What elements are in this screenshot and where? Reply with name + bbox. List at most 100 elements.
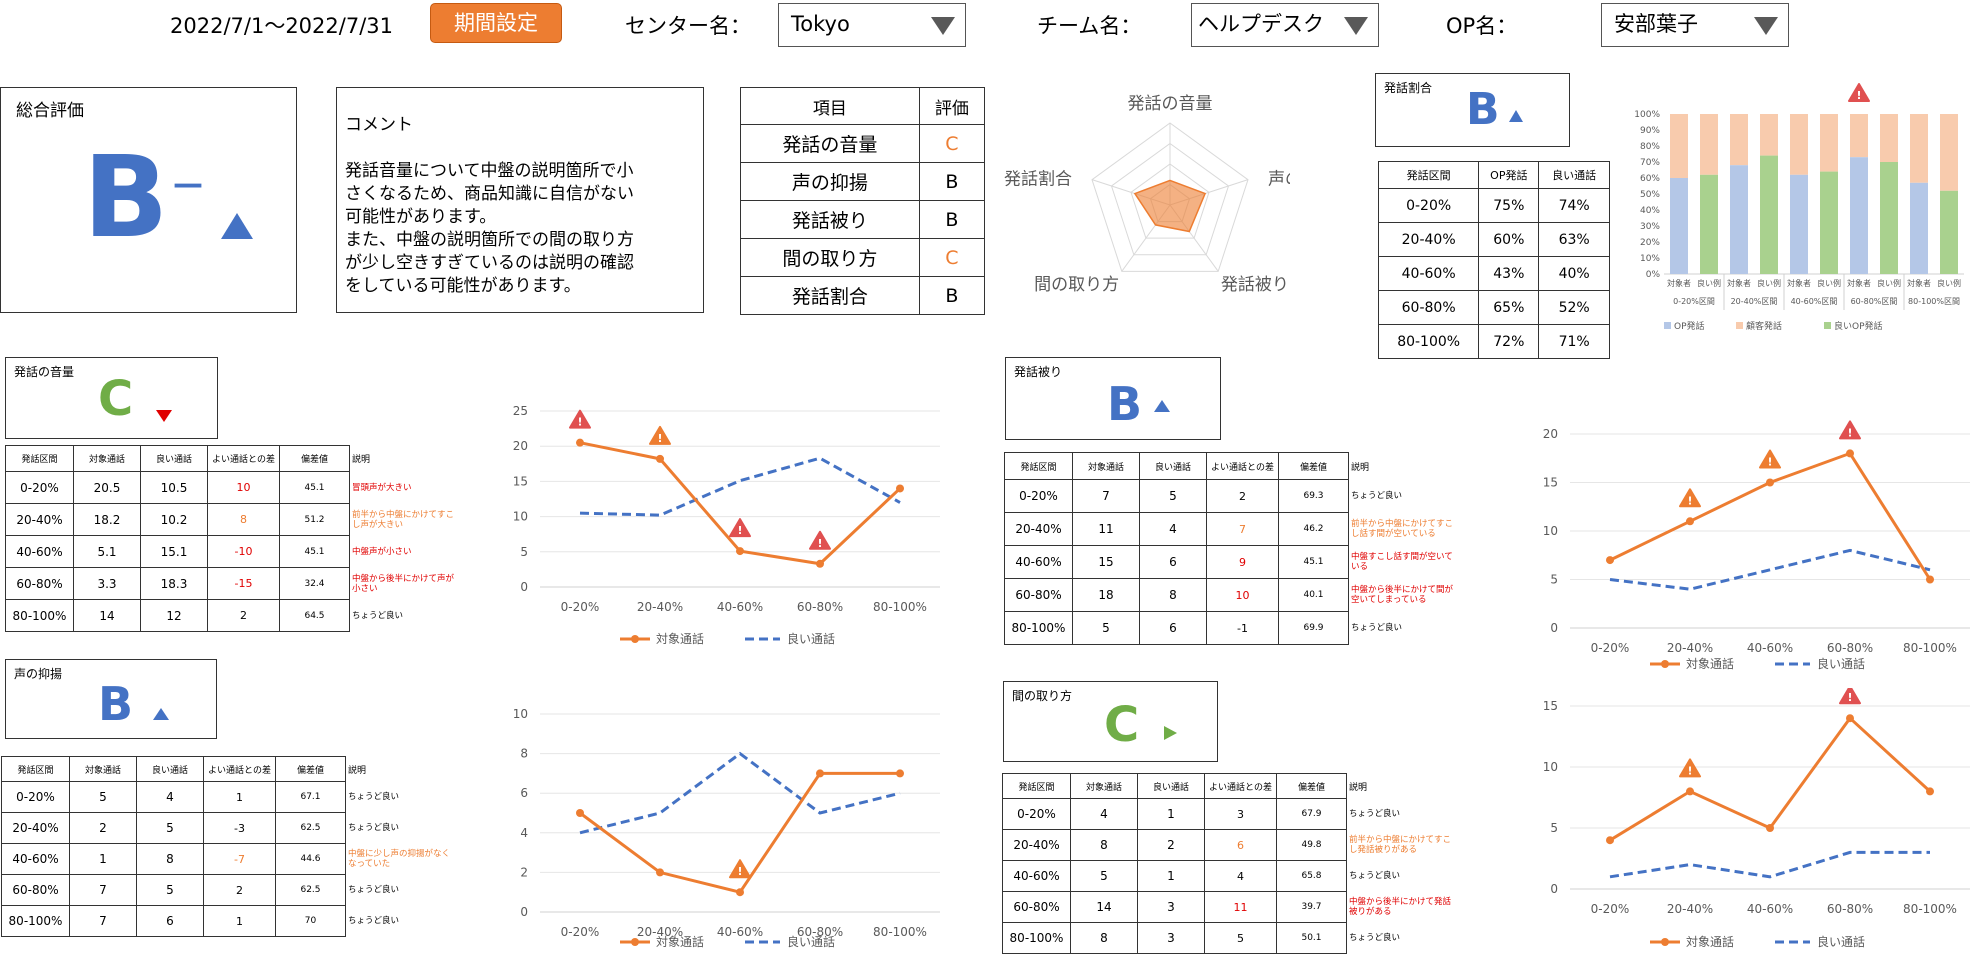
overall-title: 総合評価 <box>16 101 84 121</box>
row-value: 5 <box>1070 860 1138 892</box>
row-diff: 1 <box>203 905 276 937</box>
up-arrow-icon <box>153 708 169 720</box>
up-arrow-icon <box>221 213 253 239</box>
column-header: 良い通話 <box>1137 773 1205 799</box>
row-diff: 2 <box>1206 479 1279 513</box>
volume-title: 発話の音量 <box>14 365 75 379</box>
op-speech-bar <box>1910 182 1928 274</box>
good-call-line <box>579 751 901 835</box>
customer-speech-bar <box>1700 114 1718 175</box>
y-tick-label: 70% <box>1640 158 1660 168</box>
legend-good-label: 良い通話 <box>1817 934 1865 949</box>
bar-label: 良い例 <box>1697 278 1721 288</box>
volume-grade: C <box>98 371 134 427</box>
down-arrow-icon <box>156 410 172 422</box>
row-value: 5.1 <box>73 535 141 568</box>
target-call-line <box>579 441 902 566</box>
x-tick-label: 20-40% <box>637 925 683 939</box>
row-score: 44.6 <box>275 843 346 875</box>
op-speech-bar <box>1670 178 1688 274</box>
warning-shape <box>649 425 671 445</box>
target-call-line <box>1609 451 1932 581</box>
eval-header: 項目 <box>740 87 920 125</box>
column-header-description: 説明 <box>349 445 470 472</box>
team-select[interactable]: ヘルプデスク <box>1191 3 1379 47</box>
y-tick-label: 15 <box>513 474 528 488</box>
legend-target-marker <box>1661 938 1669 946</box>
center-select[interactable]: Tokyo <box>778 3 966 47</box>
row-description: 中盤から後半にかけて間が 空いてしまっている <box>1348 578 1469 612</box>
x-tick-label: 40-60% <box>717 925 763 939</box>
target-call-point <box>1926 575 1934 584</box>
row-score: 32.4 <box>279 567 350 600</box>
column-header-description: 説明 <box>345 756 466 782</box>
radar-label: 間の取り方 <box>1034 275 1119 295</box>
x-tick-label: 20-40% <box>1667 641 1713 655</box>
row-range: 20-40% <box>5 503 74 536</box>
y-tick-label: 30% <box>1640 222 1660 232</box>
radar-label: 発話の音量 <box>1128 94 1213 114</box>
row-range: 60-80% <box>1 874 70 906</box>
row-score: 62.5 <box>275 812 346 844</box>
row-value: 6 <box>1139 545 1207 579</box>
table-row: 80-100%72%71% <box>1377 324 1610 359</box>
y-tick-label: 0 <box>1550 621 1558 635</box>
warning-shape <box>1679 488 1701 508</box>
row-value: 18.2 <box>73 503 141 536</box>
y-tick-label: 10 <box>1543 760 1558 774</box>
column-header: 偏差値 <box>1278 452 1349 480</box>
op-select[interactable]: 安部葉子 <box>1601 3 1789 47</box>
intonation-title: 声の抑揚 <box>14 667 63 681</box>
bar-label: 対象者 <box>1847 278 1871 288</box>
y-tick-label: 10% <box>1640 254 1660 264</box>
row-description: 中盤に少し声の抑揚がなく なっていた <box>345 843 466 875</box>
eval-item: 発話割合 <box>740 276 920 315</box>
legend-target-label: 対象通話 <box>656 631 704 646</box>
center-label: センター名： <box>625 14 751 38</box>
table-cell: 40-60% <box>1377 256 1480 291</box>
column-header: 対象通話 <box>73 445 141 472</box>
good-op-speech-bar <box>1700 174 1718 274</box>
comment-line: が少し空きすぎているのは説明の確認 <box>345 253 634 273</box>
row-description: ちょうど良い <box>345 812 466 844</box>
row-diff: 5 <box>1204 922 1277 954</box>
y-tick-label: 5 <box>520 545 528 559</box>
row-score: 45.1 <box>279 471 350 504</box>
good-op-speech-bar <box>1940 190 1958 274</box>
column-header: 発話区間 <box>1004 452 1073 480</box>
row-score: 46.2 <box>1278 512 1349 546</box>
row-score: 45.1 <box>279 535 350 568</box>
table-cell: 71% <box>1538 324 1610 359</box>
row-value: 4 <box>136 781 204 813</box>
table-cell: 65% <box>1478 290 1540 325</box>
right-arrow-icon <box>1164 726 1177 740</box>
row-value: 8 <box>136 843 204 875</box>
x-tick-label: 20-40% <box>637 600 683 614</box>
overall-panel: 総合評価 B — <box>0 87 297 313</box>
column-header-description: 説明 <box>1348 452 1469 480</box>
row-score: 67.1 <box>275 781 346 813</box>
row-value: 15.1 <box>140 535 208 568</box>
row-value: 8 <box>1070 829 1138 861</box>
customer-speech-bar <box>1940 114 1958 191</box>
warning-mark: ! <box>1847 691 1852 704</box>
warning-mark: ! <box>1687 494 1692 507</box>
eval-grade: C <box>918 124 986 163</box>
table-cell: 72% <box>1478 324 1540 359</box>
group-label: 40-60%区間 <box>1791 297 1838 306</box>
legend-target-label: 対象通話 <box>656 934 704 949</box>
eval-item: 声の抑揚 <box>740 162 920 201</box>
legend-target-marker <box>631 938 639 946</box>
good-call-line <box>1609 850 1930 879</box>
column-header: 対象通話 <box>69 756 137 782</box>
period-button[interactable]: 期間設定 <box>430 3 562 43</box>
table-cell: 20-40% <box>1377 222 1480 257</box>
comment-line: をしている可能性があります。 <box>345 276 581 296</box>
warning-shape <box>1759 449 1781 469</box>
